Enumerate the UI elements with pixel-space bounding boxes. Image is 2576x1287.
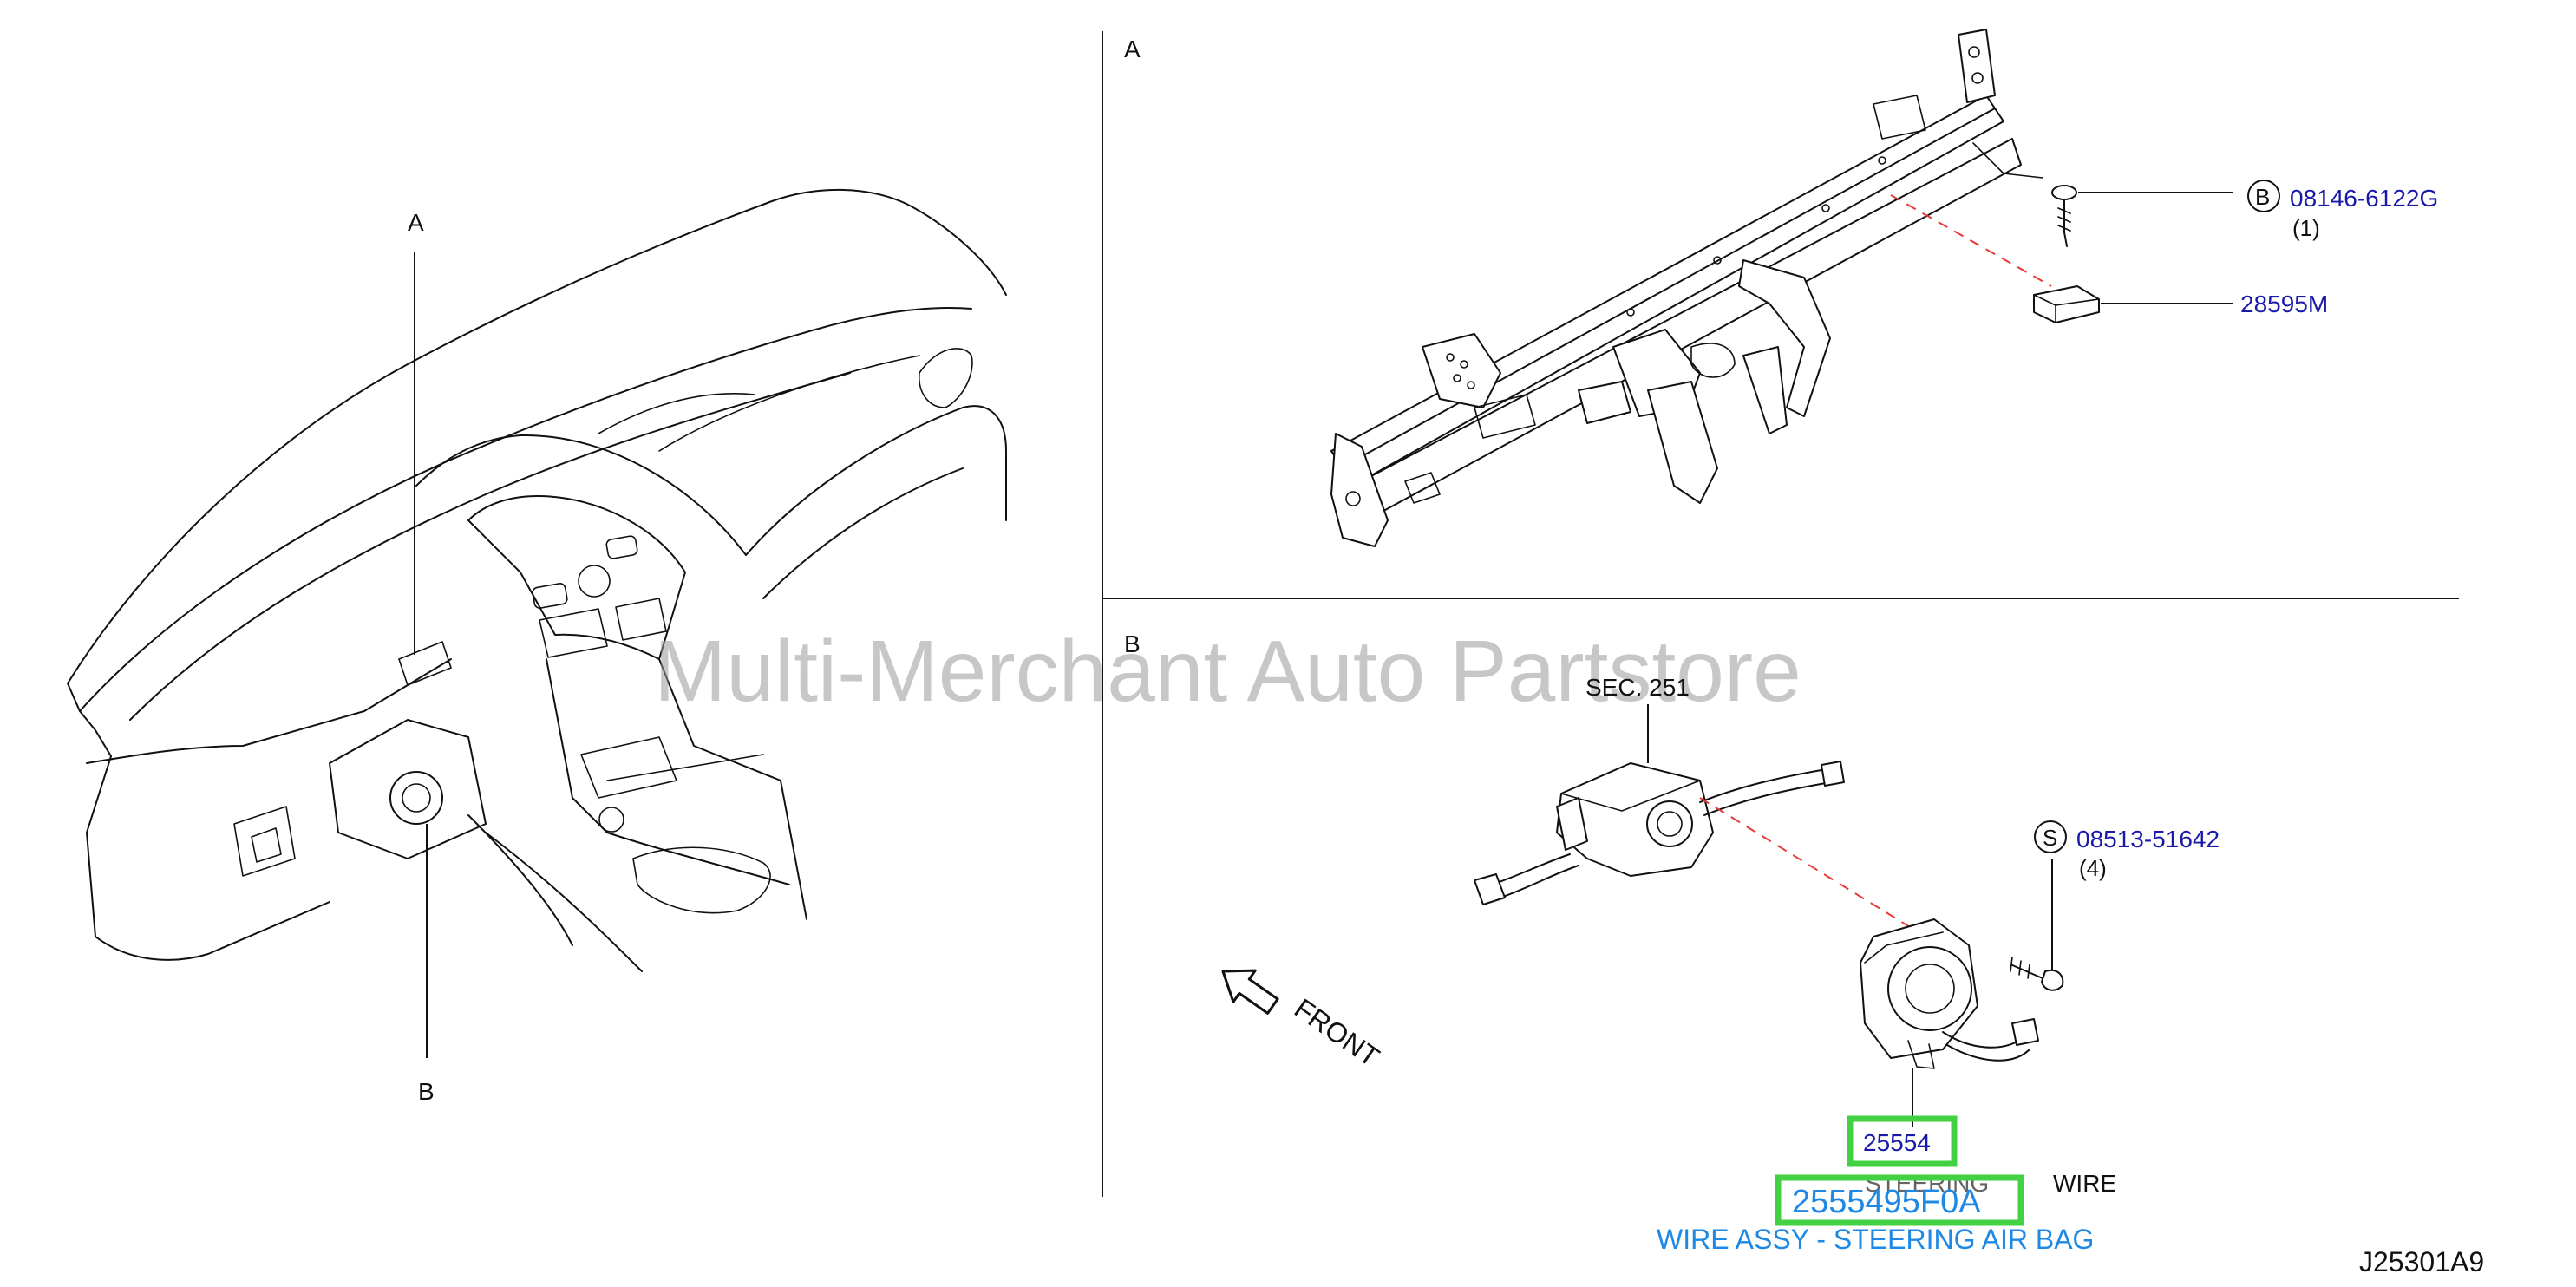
panel-dividers <box>1102 31 2459 1197</box>
combination-switch-drawing <box>1474 761 1845 905</box>
part-name-steering: STEERING <box>1865 1170 1989 1197</box>
highlight-box-2555495F0A[interactable] <box>1775 1174 2024 1226</box>
diagram-code: J25301A9 <box>2359 1246 2484 1277</box>
watermark-text: Multi-Merchant Auto Partstore <box>654 623 1801 720</box>
overview-callout-b[interactable]: B <box>418 1078 435 1105</box>
panel-b-leader-dash <box>1699 797 1926 937</box>
part-link-08513-51642[interactable]: 08513-51642 <box>2076 826 2220 853</box>
overview-callout-a[interactable]: A <box>408 209 424 236</box>
part-name-wire: WIRE <box>2053 1170 2116 1197</box>
ref-letter-s: S <box>2043 825 2057 851</box>
dashboard-overview-drawing <box>67 188 1007 1058</box>
spiral-cable-drawing <box>1860 918 2039 1069</box>
section-ref-sec-251[interactable]: SEC. 251 <box>1585 674 1690 701</box>
clip-icon[interactable] <box>2033 285 2100 323</box>
highlight-box-25554[interactable] <box>1847 1115 1958 1167</box>
panel-a-leader-dash <box>1890 194 2052 287</box>
part-number-2555495F0A[interactable]: 2555495F0A <box>1792 1184 1981 1220</box>
ref-circle-b <box>2247 180 2280 212</box>
bolt-icon[interactable] <box>2051 185 2077 247</box>
front-label: FRONT <box>1289 992 1385 1073</box>
part-link-08146-6122G[interactable]: 08146-6122G <box>2290 185 2438 212</box>
front-arrow-icon <box>1221 969 1279 1015</box>
screw-icon[interactable] <box>2010 957 2064 991</box>
steering-member-drawing <box>1330 29 2043 547</box>
part-description[interactable]: WIRE ASSY - STEERING AIR BAG <box>1657 1224 2094 1255</box>
part-link-25554[interactable]: 25554 <box>1863 1129 1931 1156</box>
panel-b-title: B <box>1124 630 1141 657</box>
ref-circle-s <box>2034 820 2067 853</box>
part-qty-08513-51642: (4) <box>2079 855 2107 881</box>
part-link-28595M[interactable]: 28595M <box>2240 291 2328 317</box>
panel-a-title: A <box>1124 36 1141 62</box>
part-qty-08146-6122G: (1) <box>2292 215 2320 241</box>
ref-letter-b: B <box>2255 184 2270 210</box>
